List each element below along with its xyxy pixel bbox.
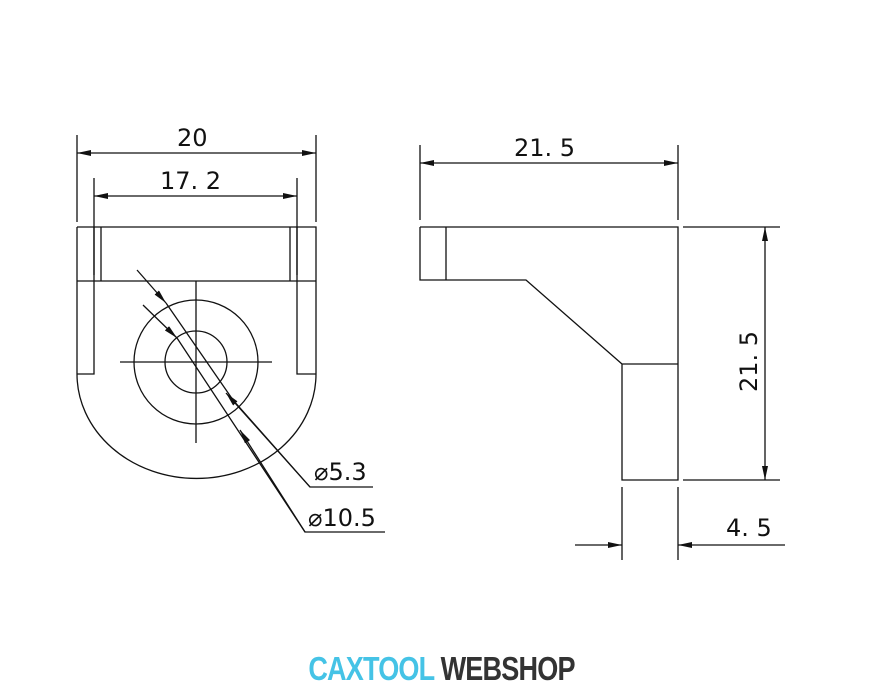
dim-hole-large: ⌀10.5 <box>308 504 376 532</box>
dim-side-thickness: 4. 5 <box>726 514 772 542</box>
dim-side-height: 21. 5 <box>735 331 763 392</box>
side-view: 21. 5 21. 5 4. 5 <box>419 134 785 560</box>
logo-part-1: CAXTOOL <box>308 650 434 687</box>
dim-hole-small: ⌀5.3 <box>314 458 367 486</box>
caxtool-logo: CAXTOOL WEBSHOP <box>79 650 803 688</box>
dim-inner-width: 17. 2 <box>160 167 221 195</box>
dim-side-length: 21. 5 <box>514 134 575 162</box>
dim-width-20: 20 <box>177 124 208 152</box>
logo-part-2: WEBSHOP <box>440 650 576 687</box>
front-view: 20 17. 2 ⌀5.3 ⌀10.5 <box>76 124 385 533</box>
